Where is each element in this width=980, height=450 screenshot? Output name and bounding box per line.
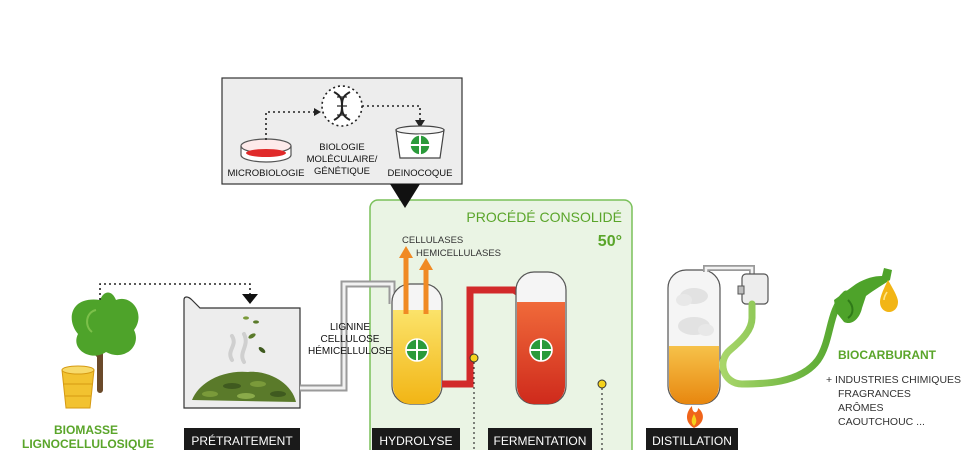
consolidated-process-title: PROCÉDÉ CONSOLIDÉ — [466, 209, 622, 225]
cellulases-arrow — [399, 246, 413, 258]
pretreatment-output-line3: HÉMICELLULOSE — [308, 344, 392, 357]
molecular-label-line3: GÉNÉTIQUE — [314, 166, 370, 177]
condenser — [737, 273, 769, 305]
hemicellulases-label: HEMICELLULASES — [416, 248, 501, 259]
pretreatment-output-line1: LIGNINE — [330, 322, 370, 333]
fuel-drop-icon — [880, 280, 898, 312]
deinococcus-label: DEINOCOQUE — [388, 168, 453, 179]
product-extra-2: FRAGRANCES — [838, 388, 911, 400]
hydrolysis-label: HYDROLYSE — [379, 434, 452, 448]
sample-point-1 — [469, 353, 479, 363]
step-label-hydrolysis: HYDROLYSE — [372, 428, 460, 450]
step-label-pretreatment: PRÉTRAITEMENT — [184, 428, 300, 450]
hydrolysis-tank — [391, 283, 443, 405]
microbiology-label: MICROBIOLOGIE — [227, 168, 304, 179]
biofuel-title: BIOCARBURANT — [838, 348, 937, 362]
product-extra-1: + INDUSTRIES CHIMIQUES — [826, 374, 961, 386]
fuel-nozzle-icon — [834, 268, 892, 324]
molecular-label-line1: BIOLOGIE — [319, 142, 364, 153]
pretreatment-tank — [183, 296, 301, 409]
pretreatment-label: PRÉTRAITEMENT — [191, 433, 293, 448]
distillation-tank — [667, 269, 721, 405]
product-extra-4: CAOUTCHOUC ... — [838, 416, 925, 428]
biomass-label-line2: LIGNOCELLULOSIQUE — [22, 437, 154, 450]
fermentation-label: FERMENTATION — [494, 434, 587, 448]
step-label-fermentation: FERMENTATION — [488, 428, 592, 450]
hemicellulases-arrow — [419, 258, 433, 270]
pretreatment-input-arrow — [242, 294, 258, 304]
deinococcus-beaker-icon — [395, 125, 445, 159]
biomass-bucket-icon — [61, 365, 95, 409]
sample-point-2 — [597, 379, 607, 389]
step-label-distillation: DISTILLATION — [646, 428, 738, 450]
consolidated-temperature: 50° — [598, 233, 622, 250]
distillation-label: DISTILLATION — [652, 434, 732, 448]
product-extra-3: ARÔMES — [838, 401, 884, 414]
pretreatment-output-line2: CELLULOSE — [321, 334, 380, 345]
dna-icon — [321, 85, 363, 127]
lab-box-pointer — [390, 184, 420, 208]
cellulases-label: CELLULASES — [402, 235, 463, 246]
molecular-label-line2: MOLÉCULAIRE/ — [307, 154, 378, 165]
biomass-label-line1: BIOMASSE — [54, 423, 118, 437]
lab-box: MICROBIOLOGIE BIOLOGIE MOLÉCULAIRE/ GÉNÉ… — [221, 77, 463, 208]
tree-icon — [71, 292, 139, 393]
flame-icon — [687, 406, 703, 428]
petri-dish-icon — [240, 138, 292, 163]
fuel-hose — [719, 290, 850, 388]
fermentation-tank — [515, 271, 567, 405]
